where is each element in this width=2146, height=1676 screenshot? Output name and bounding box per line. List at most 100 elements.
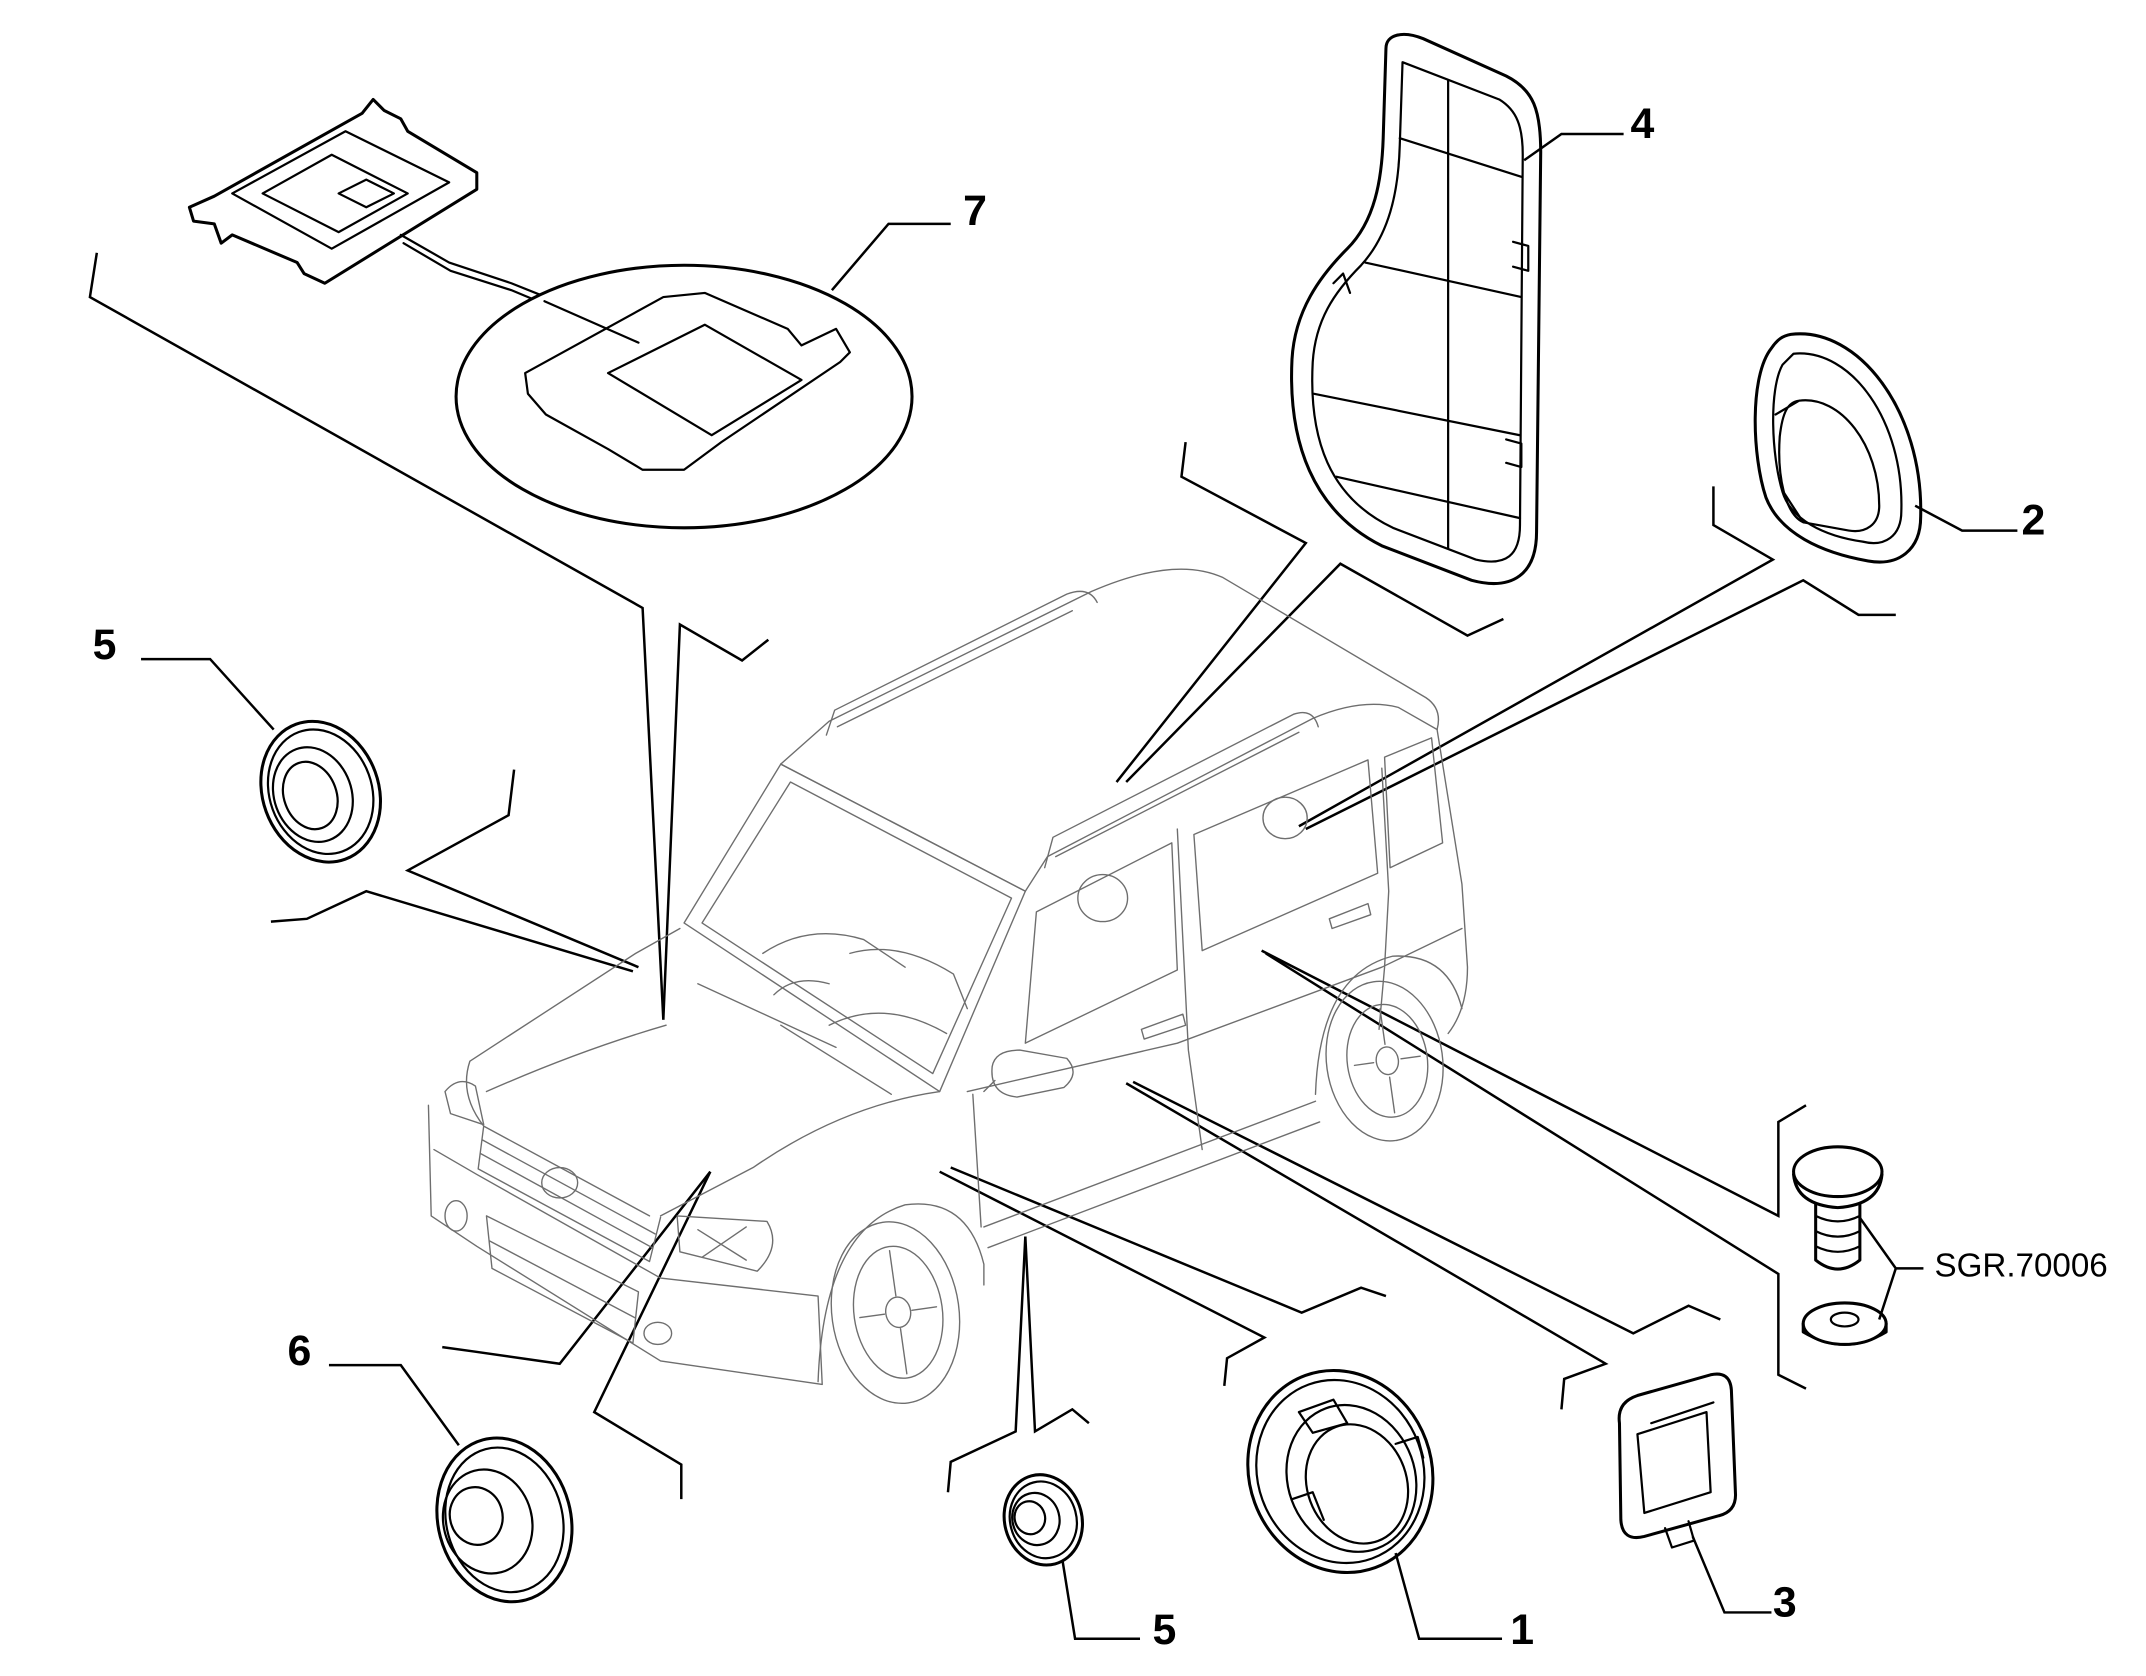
part-5-grommet-lower	[1002, 1473, 1085, 1567]
bolt-head	[1792, 1145, 1884, 1199]
part-2-d-grommet	[1753, 332, 1923, 564]
car-headrest-rear	[1262, 796, 1308, 840]
part-5-upper-hole	[281, 760, 339, 831]
pointer-part-6-a	[442, 1170, 712, 1366]
car-front-fender	[817, 1203, 985, 1383]
car-window-front	[1024, 842, 1179, 1044]
part-5-lower-dome	[1011, 1491, 1061, 1547]
callout-3: 3	[1773, 1579, 1797, 1627]
pointer-part-2-left	[1298, 486, 1776, 828]
car-windshield	[683, 763, 1027, 1093]
part-7-tray-inner	[261, 153, 409, 234]
leader-4	[1523, 132, 1624, 162]
leader-reference	[1857, 1215, 1924, 1320]
car-front-door-edges	[972, 828, 1203, 1228]
part-5-upper-outer	[259, 719, 382, 864]
pointer-part-5-upper-a	[404, 769, 639, 969]
car-illustration	[427, 568, 1469, 1405]
pointer-part-6-b	[592, 1171, 712, 1500]
car-front-hub	[885, 1296, 912, 1329]
car-beltline	[966, 927, 1463, 1093]
part-7-detail-tray	[524, 291, 851, 471]
leader-1	[1394, 1552, 1503, 1640]
part-5-lower-outer	[1002, 1473, 1085, 1567]
part-3-inner	[1636, 1401, 1715, 1515]
car-rear-fender	[1314, 955, 1463, 1095]
car-headlight-left	[444, 1080, 485, 1126]
part-1-large-grommet	[1246, 1368, 1435, 1575]
car-logo	[541, 1166, 579, 1199]
part-4-grid	[1313, 79, 1523, 550]
part-3-square-plug	[1617, 1372, 1738, 1549]
part-4-tabs	[1332, 240, 1530, 469]
part-4-outer	[1290, 32, 1543, 586]
car-sill	[983, 1100, 1321, 1249]
callout-leaders	[141, 132, 2018, 1640]
leader-5-lower	[1061, 1561, 1141, 1640]
part-6-outer	[435, 1436, 574, 1604]
car-door-handle-front	[1140, 1013, 1187, 1040]
part-5-grommet-upper	[259, 719, 382, 864]
part-5-lower-rim	[1008, 1480, 1078, 1560]
car-roof-right-edge	[1024, 703, 1438, 892]
car-bumper	[427, 1104, 823, 1386]
pointer-fastener-b	[1265, 952, 1807, 1390]
pointer-brackets	[88, 252, 1896, 1500]
car-hood	[465, 927, 941, 1217]
car-rear-door-edge	[1378, 767, 1390, 1031]
car-lower-grille	[485, 1215, 640, 1344]
part-4-inner	[1311, 61, 1524, 563]
car-roof-outline	[780, 568, 1440, 765]
callout-1: 1	[1510, 1606, 1534, 1654]
car-rear-spokes	[1353, 1008, 1421, 1114]
car-rear-end	[1436, 728, 1469, 1035]
part-6-dome	[441, 1468, 534, 1575]
part-1-clips	[1290, 1398, 1425, 1521]
part-7-cable	[399, 233, 547, 306]
car-rear-tyre	[1325, 980, 1444, 1142]
pointer-part-1-a	[939, 1170, 1268, 1386]
pointer-part-7-right	[662, 622, 770, 1020]
car-door-handle-rear	[1328, 902, 1372, 930]
part-7-detail-circle	[454, 263, 914, 530]
part-7-tray	[187, 97, 547, 306]
pointer-part-4-right	[1125, 562, 1504, 783]
reference-code: SGR.70006	[1934, 1248, 2107, 1285]
callout-2: 2	[2022, 497, 2046, 545]
car-windshield-inner	[701, 781, 1013, 1075]
part-4-seal-panel	[1290, 32, 1543, 586]
part-7-detail-view	[454, 263, 914, 530]
callout-5-upper: 5	[93, 621, 117, 669]
leader-7	[830, 222, 951, 291]
car-front-tyre	[830, 1221, 961, 1405]
car-fog-light-right	[643, 1321, 673, 1346]
callout-4: 4	[1631, 100, 1655, 148]
part-3-outer	[1617, 1372, 1738, 1540]
car-front-wheel	[830, 1221, 961, 1405]
pointer-fastener-a	[1261, 949, 1807, 1218]
pointer-part-3-b	[1132, 1080, 1721, 1335]
leader-6	[328, 1363, 460, 1446]
car-grille	[477, 1125, 662, 1263]
fastener-bolt-washer	[1792, 1145, 1888, 1346]
part-6-rim	[444, 1446, 565, 1594]
callout-6: 6	[288, 1327, 312, 1375]
car-front-rim	[852, 1245, 944, 1379]
callout-labels: 7 4 2 5 6 5 1 3 SGR.70006	[93, 100, 2108, 1654]
pointer-part-3-a	[1125, 1082, 1609, 1410]
part-3-tab	[1663, 1520, 1696, 1549]
part-7-tray-recess	[231, 130, 451, 250]
pointer-part-7-left	[88, 252, 665, 1020]
part-7-detail-cable	[543, 300, 640, 344]
car-mirror	[983, 1049, 1074, 1098]
part-2-rim	[1772, 352, 1903, 544]
car-roof-rail-right	[1043, 711, 1319, 869]
part-5-lower-top	[1013, 1500, 1047, 1536]
washer-hole	[1829, 1311, 1860, 1328]
part-6-dome-top	[448, 1486, 504, 1546]
part-5-upper-rim	[266, 728, 375, 856]
pointer-part-2-right	[1305, 578, 1896, 831]
part-5-upper-ring	[271, 746, 354, 843]
pointer-part-1-b	[950, 1166, 1387, 1314]
car-rear-rim	[1346, 1003, 1429, 1118]
